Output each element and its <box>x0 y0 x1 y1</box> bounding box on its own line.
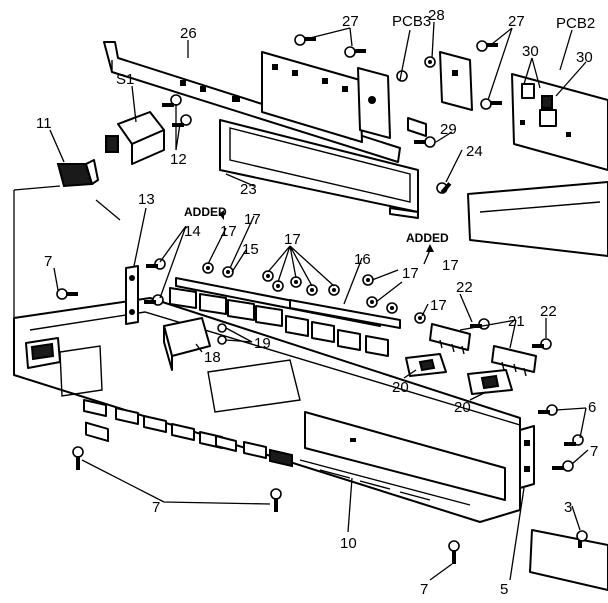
rear-chassis <box>467 181 608 591</box>
label-11: 11 <box>36 115 52 132</box>
label-22b: 22 <box>540 303 557 320</box>
screw-7d <box>270 488 282 512</box>
label-7c: 7 <box>152 499 160 516</box>
label-13: 13 <box>138 191 155 208</box>
label-12: 12 <box>170 151 187 168</box>
label-17d: 17 <box>442 257 459 274</box>
label-27a: 27 <box>342 13 359 30</box>
label-7d: 7 <box>420 581 428 598</box>
label-6: 6 <box>588 399 596 416</box>
label-7a: 7 <box>44 253 52 270</box>
label-14: 14 <box>184 223 201 240</box>
screw-14a <box>146 258 166 270</box>
label-29: 29 <box>440 121 457 138</box>
screw-7e <box>448 540 460 564</box>
screw-29 <box>414 136 436 148</box>
label-26: 26 <box>180 25 197 42</box>
label-23: 23 <box>240 181 257 198</box>
screw-12a <box>162 94 182 107</box>
screw-24 <box>436 182 452 194</box>
front-panel <box>13 297 521 523</box>
display-lens <box>219 119 419 219</box>
bracket-21-right <box>491 345 537 377</box>
bracket-13 <box>125 265 139 325</box>
screw-27d <box>480 98 502 110</box>
label-21: 21 <box>508 313 525 330</box>
screw-12b <box>172 114 192 127</box>
label-30b: 30 <box>576 49 593 66</box>
label-18: 18 <box>204 349 221 366</box>
label-17f: 17 <box>430 297 447 314</box>
callout-labels: 26 27 PCB3 28 27 PCB2 30 30 S1 11 12 29 … <box>36 7 598 598</box>
washer-28 <box>424 56 436 68</box>
label-20a: 20 <box>392 379 409 396</box>
screw-19a <box>217 323 227 333</box>
label-added-1: ADDED <box>184 205 227 219</box>
label-17e: 17 <box>402 265 419 282</box>
label-22a: 22 <box>456 279 473 296</box>
side-bracket-5 <box>519 425 535 489</box>
label-7b: 7 <box>590 443 598 460</box>
label-24: 24 <box>466 143 483 160</box>
label-15: 15 <box>242 241 259 258</box>
key-row-16 <box>285 299 401 357</box>
leader-lines <box>13 21 589 581</box>
slider-20-right <box>467 369 513 395</box>
pcb2-board <box>511 73 608 171</box>
screw-7b <box>552 460 574 472</box>
label-16: 16 <box>354 251 371 268</box>
label-added-2: ADDED <box>406 231 449 245</box>
label-10: 10 <box>340 535 357 552</box>
screw-22b <box>532 338 552 350</box>
screw-27b <box>344 46 366 58</box>
screw-7a <box>56 288 78 300</box>
pcb3-board <box>261 51 473 143</box>
switch-s1 <box>105 111 165 165</box>
bracket-21-left <box>429 323 471 355</box>
label-17a: 17 <box>244 211 261 228</box>
label-28: 28 <box>428 7 445 24</box>
label-19: 19 <box>254 335 271 352</box>
screw-7c <box>72 446 84 470</box>
label-pcb3: PCB3 <box>392 13 431 30</box>
screw-27a <box>294 34 316 46</box>
screw-27c <box>476 40 498 52</box>
label-17b: 17 <box>220 223 237 240</box>
screws <box>56 34 588 564</box>
label-30a: 30 <box>522 43 539 60</box>
label-20b: 20 <box>454 399 471 416</box>
label-5: 5 <box>500 581 508 598</box>
label-17c: 17 <box>284 231 301 248</box>
screw-6a <box>538 404 558 416</box>
label-3: 3 <box>564 499 572 516</box>
screw-3 <box>576 530 588 548</box>
knob-11 <box>56 159 99 188</box>
label-s1: S1 <box>116 71 134 88</box>
label-27b: 27 <box>508 13 525 30</box>
screw-19b <box>217 335 227 345</box>
label-pcb2: PCB2 <box>556 15 595 32</box>
